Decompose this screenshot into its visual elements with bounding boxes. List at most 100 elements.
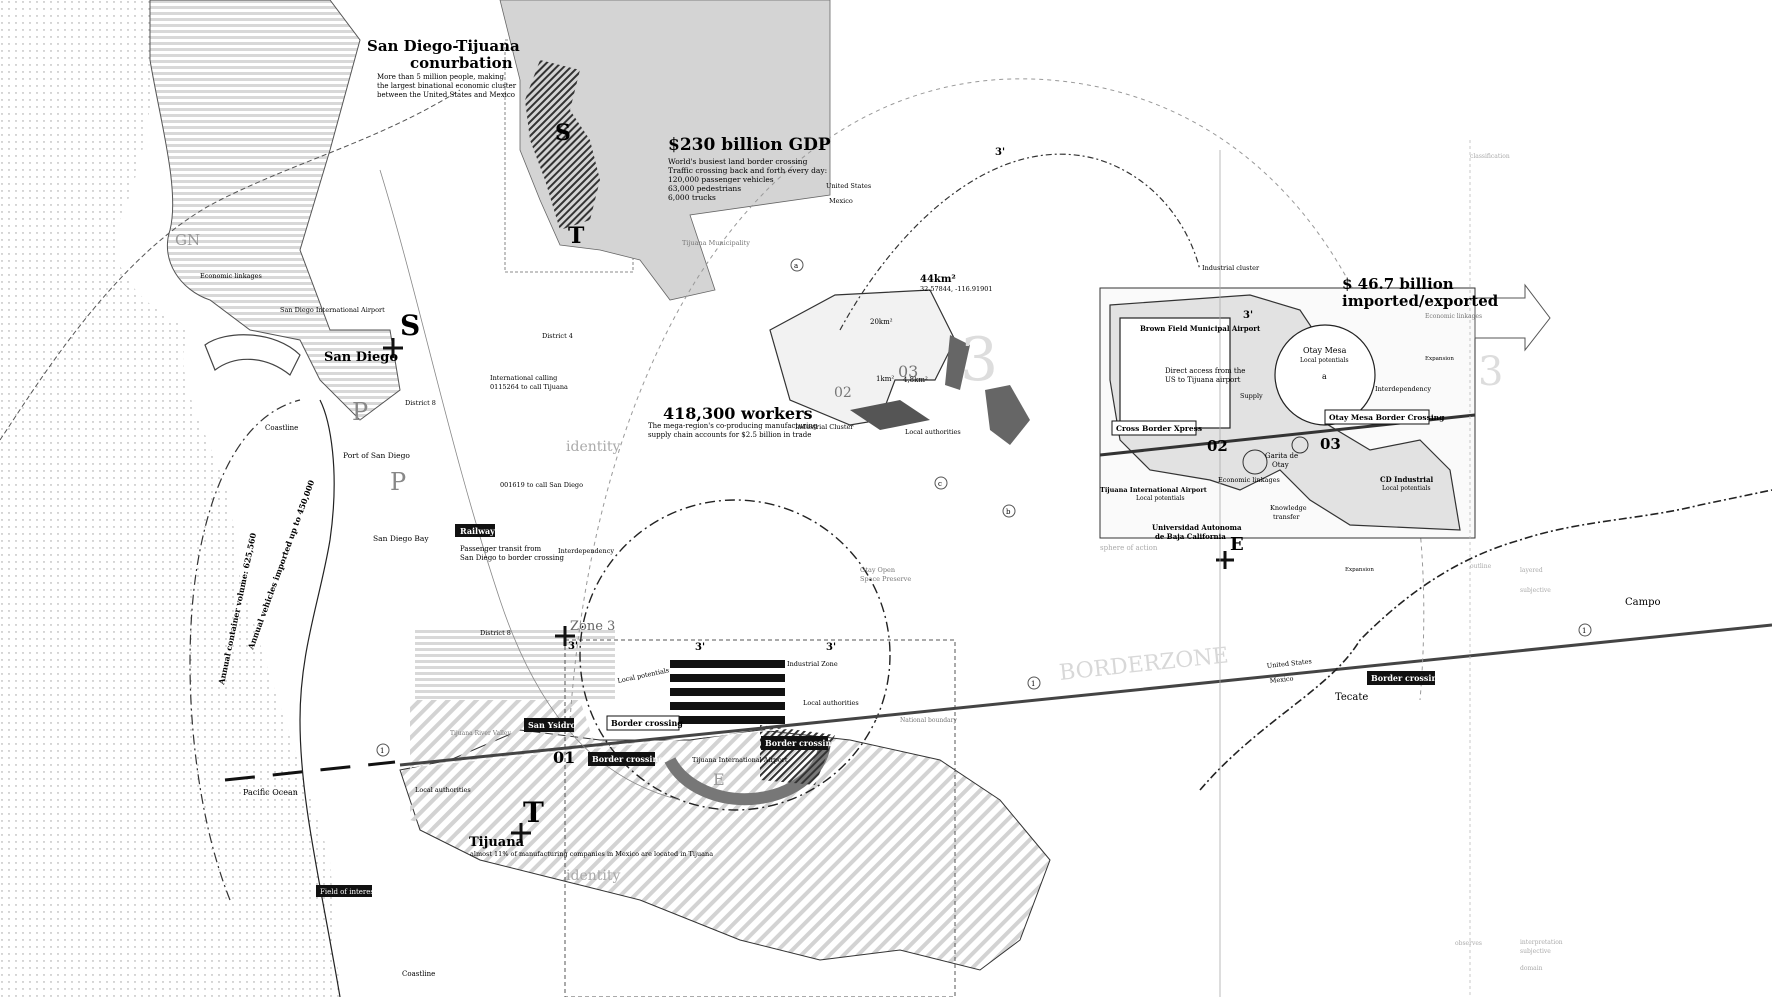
inset-economic-linkages-top: Economic linkages	[1425, 313, 1482, 320]
margin-interpretation: interpretation	[1520, 939, 1563, 946]
workers-line-2: supply chain accounts for $2.5 billion i…	[648, 431, 811, 439]
inset-local-potentials: Local potentials	[1300, 357, 1349, 364]
san-ysidro-label: San Ysidro	[528, 720, 577, 730]
border-crossing-label-2: Border crossing	[592, 754, 664, 764]
industrial-cluster-dark-1	[850, 400, 930, 430]
area-20-label: 20km²	[870, 318, 893, 326]
letter-e: E	[1230, 534, 1244, 555]
border-line-inner	[399, 627, 1772, 769]
identity-label-2: identity	[566, 868, 620, 884]
zone-o1: 01	[553, 748, 575, 767]
three-prime-1: 3'	[568, 641, 578, 652]
inset-direct-access-1: Direct access from the	[1165, 367, 1245, 375]
marker-1c-circle	[1578, 623, 1592, 637]
border-crossing-label-3: Border crossing	[765, 738, 837, 748]
district-4-label: District 4	[542, 332, 573, 340]
sd-airport-label: San Diego International Airport	[280, 306, 385, 314]
national-boundary-label: National boundary	[900, 717, 958, 724]
trade-arrow	[1474, 283, 1551, 352]
vehicles-imported-label: Annual vehicles imported up to 450,000	[245, 478, 316, 651]
gdp-title: $230 billion GDP	[668, 135, 831, 155]
intl-calling-1: International calling	[490, 374, 557, 382]
inset-tj-airport-2: Local potentials	[1136, 495, 1185, 502]
area-1-label: 1km²	[876, 375, 894, 383]
marker-c-label: c	[938, 480, 942, 488]
inset-expansion: Expansion	[1425, 356, 1454, 362]
united-states-label: United States	[826, 182, 871, 190]
inset-garita-1: Garita de	[1265, 452, 1298, 460]
three-prime-4: 3'	[995, 147, 1005, 158]
marker-b-label: b	[1006, 508, 1011, 516]
gdp-line-2: Traffic crossing back and forth every da…	[668, 166, 827, 175]
field-of-interest-box	[316, 885, 372, 897]
coastline	[299, 399, 341, 998]
pacific-ocean-label: Pacific Ocean	[243, 788, 298, 797]
inset-o3: 03	[1320, 435, 1341, 453]
identity-label-1: identity	[566, 439, 620, 455]
marker-1c-label: 1	[1582, 627, 1586, 635]
industrial-cluster-dark-2	[945, 335, 970, 390]
inset-knowledge-1: Knowledge	[1270, 504, 1307, 512]
otay-inner-frame	[1119, 317, 1231, 429]
border-crossing-box-1	[606, 715, 680, 731]
plus-markers	[383, 338, 1234, 843]
marker-b-circle	[1002, 504, 1016, 518]
marker-1-label: 1	[380, 747, 384, 755]
trade-line-1: $ 46.7 billion	[1342, 275, 1454, 293]
industrial-cluster-outline	[769, 289, 956, 426]
zone-3-label: Zone 3	[570, 619, 615, 634]
inset-node-2	[1291, 436, 1309, 454]
district-8-label-2: District 8	[405, 399, 436, 407]
arc-1	[569, 78, 1425, 721]
coronado-peninsula	[204, 334, 301, 376]
margin-subjective: subjective	[1520, 587, 1551, 594]
area-4-8-label: 4,8km²	[903, 376, 928, 384]
conurbation-desc-2: the largest binational economic cluster	[377, 82, 517, 90]
inset-expansion-2: Expansion	[1345, 567, 1374, 573]
inset-cd-industrial-2: Local potentials	[1382, 485, 1431, 492]
otay-open-space-2: Space Preserve	[860, 575, 911, 583]
united-states-label-2: United States	[1266, 657, 1312, 670]
coords-label: 32.57844, -116.91901	[920, 285, 993, 293]
industrial-cluster-dark-3	[985, 385, 1030, 445]
omb-label: Otay Mesa Border Crossing	[1329, 413, 1445, 422]
inset-cd-industrial-1: CD Industrial	[1380, 475, 1433, 484]
marker-c-circle	[934, 476, 948, 490]
marker-a-label: a	[794, 262, 798, 270]
inset-urban-core	[525, 60, 600, 230]
coastline-label: Coastline	[265, 424, 298, 432]
three-prime-2: 3'	[695, 642, 705, 653]
letter-e-2: E	[713, 770, 725, 789]
tijuana-fact: almost 11% of manufacturing companies in…	[470, 850, 713, 858]
margin-classification: classification	[1470, 153, 1510, 160]
zone-3-circle	[579, 499, 891, 811]
conurbation-desc-1: More than 5 million people, making	[377, 73, 504, 81]
inset-knowledge-2: transfer	[1273, 513, 1300, 521]
conurbation-title-1: San Diego-Tijuana	[367, 37, 520, 55]
passenger-transit-1: Passenger transit from	[460, 545, 541, 553]
inset-uabc-2: de Baja California	[1155, 532, 1226, 541]
letter-t-inset: T	[568, 223, 585, 249]
inset-o2: 02	[1207, 437, 1228, 455]
industrial-zone-label: Industrial Zone	[787, 660, 838, 668]
border-line	[399, 623, 1772, 767]
field-of-interest-label: Field of interest	[320, 888, 377, 896]
three-prime-3: 3'	[826, 642, 836, 653]
gdp-line-3: 120,000 passenger vehicles	[668, 175, 774, 184]
conurbation-desc-3: between the United States and Mexico	[377, 91, 515, 99]
inset-industrial-cluster: Industrial cluster	[1202, 264, 1260, 272]
arc-3	[0, 89, 461, 441]
city-campo: Campo	[1625, 597, 1661, 608]
district-8-stripes	[415, 630, 615, 700]
workers-line-1: The mega-region's co-producing manufactu…	[648, 422, 818, 430]
tj-airport-label: Tijuana International Airport	[692, 756, 788, 764]
san-ysidro-box	[524, 718, 574, 732]
area-44-label: 44km²	[920, 274, 956, 285]
border-crossing-box-3	[761, 736, 828, 750]
inset-node-1	[1242, 449, 1268, 475]
call-sd-label: 001619 to call San Diego	[500, 481, 583, 489]
gdp-line-4: 63,000 pedestrians	[668, 184, 741, 193]
inset-three-prime: 3'	[1243, 310, 1253, 321]
